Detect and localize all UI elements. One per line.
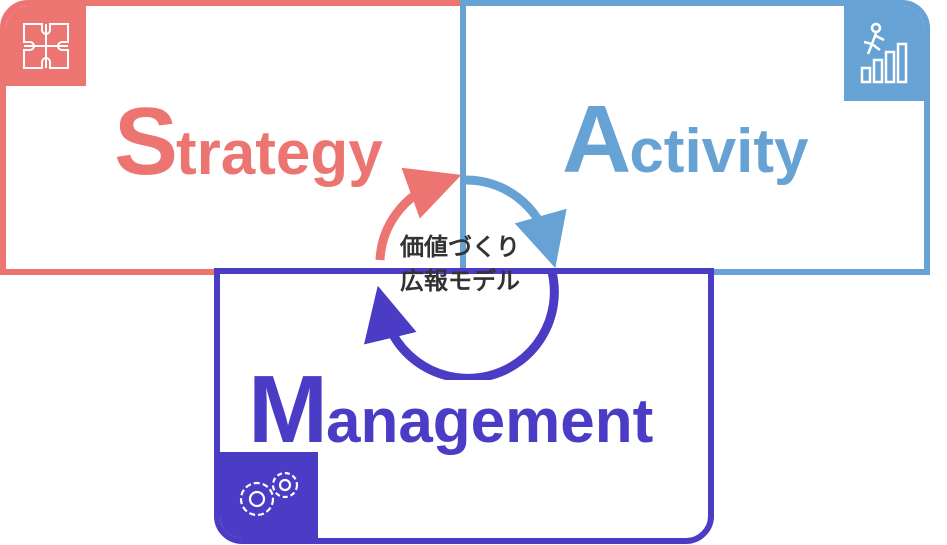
activity-title: Activity (562, 92, 809, 188)
management-rest: anagement (325, 387, 654, 456)
activity-icon-tab (844, 6, 924, 101)
climbing-stairs-chart-icon (860, 22, 908, 83)
activity-rest: ctivity (629, 117, 809, 186)
center-label-line2: 広報モデル (400, 267, 520, 295)
puzzle-icon (23, 23, 69, 69)
activity-initial: A (562, 86, 631, 193)
strategy-rest: trategy (176, 119, 383, 188)
center-label: 価値づくり 広報モデル (360, 230, 560, 298)
strategy-initial: S (114, 88, 178, 195)
management-arrow (364, 270, 559, 380)
management-initial: M (248, 356, 328, 463)
activity-arrow (465, 175, 567, 268)
cycle-arrows (364, 167, 567, 380)
strategy-title: Strategy (114, 94, 383, 190)
strategy-icon-tab (6, 6, 86, 86)
management-panel: Management (214, 268, 714, 544)
center-label-line1: 価値づくり (400, 233, 520, 261)
management-icon-tab (220, 452, 318, 538)
gears-icon (239, 471, 299, 517)
management-title: Management (248, 362, 653, 458)
strategy-panel: Strategy (0, 0, 470, 275)
strategy-arrow (375, 167, 462, 261)
